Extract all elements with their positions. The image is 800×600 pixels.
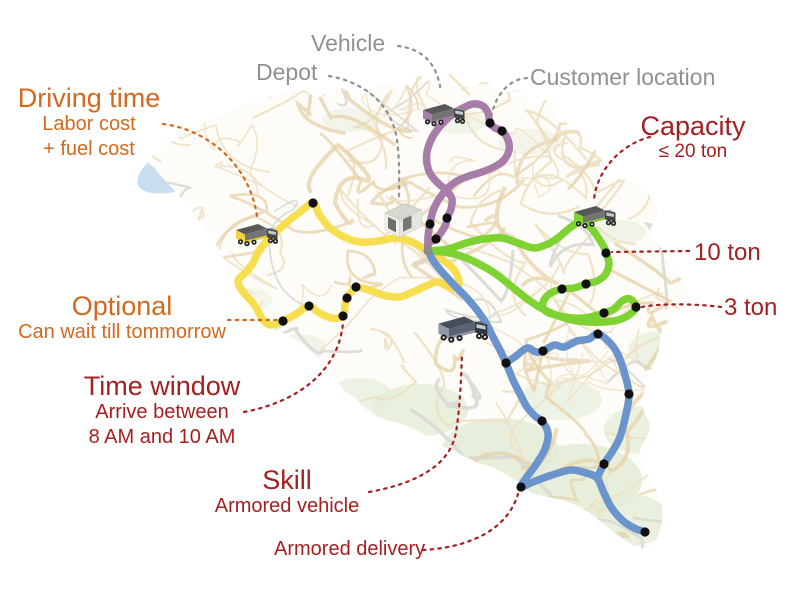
customer-location-dot xyxy=(581,279,591,289)
customer-location-dot xyxy=(278,316,288,326)
optional-subtitle: Can wait till tommorrow xyxy=(18,321,226,344)
customer-location-dot xyxy=(485,118,495,128)
armored-delivery-leader-line xyxy=(421,492,520,552)
capacity-title: Capacity xyxy=(640,111,746,141)
ten-ton-leader-line xyxy=(610,249,691,254)
customer-location-dot xyxy=(308,198,318,208)
driving-time-leader-line xyxy=(161,122,259,218)
driving-time-line2: + fuel cost xyxy=(43,137,135,160)
route-yellow-west xyxy=(234,199,463,329)
customer-location-dot xyxy=(431,234,441,244)
depot-icon xyxy=(384,203,423,238)
time-window-leader-line xyxy=(242,321,345,414)
customer-location-dot xyxy=(351,282,361,292)
depot-label: Depot xyxy=(256,59,318,85)
vehicle-truck-green-icon xyxy=(574,206,617,229)
armored-delivery-label: Armored delivery xyxy=(274,538,426,560)
customer-location-dot xyxy=(599,308,609,318)
time-window-line1: Arrive between xyxy=(95,401,229,424)
customer-location-dot xyxy=(631,302,641,312)
customer-location-dot xyxy=(593,329,603,339)
vehicle-icons xyxy=(236,104,617,343)
three-ton-leader-line xyxy=(640,303,723,309)
optional-annotation: Optional Can wait till tommorrow xyxy=(16,292,228,345)
customer-location-dot xyxy=(304,301,314,311)
capacity-leader-line xyxy=(592,135,652,202)
customer-location-dot xyxy=(497,126,507,136)
three-ton-label: 3 ton xyxy=(724,294,778,321)
skill-annotation: Skill Armored vehicle xyxy=(187,466,387,519)
belgium-landmass xyxy=(148,73,689,549)
vehicle-truck-armored-icon xyxy=(438,316,489,343)
vehicle-routes xyxy=(234,100,649,536)
customer-location-dot xyxy=(342,293,352,303)
customer-location-dot xyxy=(442,213,452,223)
customer-location-dot xyxy=(640,527,650,537)
time-window-line2: 8 AM and 10 AM xyxy=(88,425,236,448)
driving-time-title: Driving time xyxy=(17,83,161,113)
customer-location-label: Customer location xyxy=(530,64,716,90)
time-window-title: Time window xyxy=(83,371,241,401)
customer-location-leader-line xyxy=(489,76,529,121)
capacity-subtitle: ≤ 20 ton xyxy=(658,141,728,163)
route-purple-north xyxy=(422,100,514,255)
annotation-leader-lines xyxy=(161,44,723,552)
customer-location-dot xyxy=(516,482,526,492)
ten-ton-label: 10 ton xyxy=(694,239,761,266)
customer-location-dot xyxy=(338,311,348,321)
customer-location-dot xyxy=(425,219,435,229)
driving-time-line1: Labor cost xyxy=(42,113,136,136)
vehicle-leader-line xyxy=(396,44,443,94)
customer-location-dot xyxy=(501,358,511,368)
skill-subtitle: Armored vehicle xyxy=(214,495,360,518)
depot-leader-line xyxy=(327,74,401,202)
driving-time-annotation: Driving time Labor cost + fuel cost xyxy=(8,84,170,161)
time-window-annotation: Time window Arrive between 8 AM and 10 A… xyxy=(61,372,263,449)
skill-title: Skill xyxy=(262,465,312,495)
skill-leader-line xyxy=(367,352,464,494)
customer-location-dot xyxy=(557,284,567,294)
customer-location-dot xyxy=(537,416,547,426)
route-green-east xyxy=(424,218,640,326)
customer-location-dot xyxy=(624,389,634,399)
customer-location-dot xyxy=(599,459,609,469)
vehicle-label: Vehicle xyxy=(311,30,386,56)
depot-junction-dot xyxy=(423,246,433,256)
optional-title: Optional xyxy=(71,291,173,321)
customer-location-dots xyxy=(278,118,650,537)
vehicle-truck-purple-icon xyxy=(423,104,466,127)
customer-location-dot xyxy=(538,346,548,356)
customer-location-dot xyxy=(601,248,611,258)
vehicle-truck-yellow-icon xyxy=(236,224,279,247)
capacity-annotation: Capacity ≤ 20 ton xyxy=(617,112,769,164)
